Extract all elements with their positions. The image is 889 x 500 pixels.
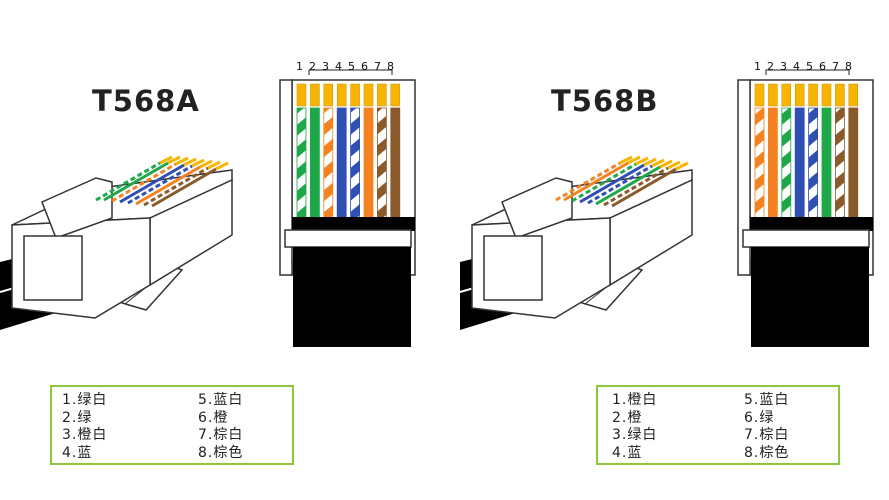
wire-solid (363, 107, 374, 219)
legend-column-right: 5.蓝白 6.橙 7.棕白 8.棕色 (198, 392, 243, 462)
legend-t568a: 1.绿白 2.绿 3.橙白 4.蓝 5.蓝白 6.橙 7.棕白 8.棕色 (50, 385, 294, 465)
gold-contact (768, 83, 778, 107)
gold-contact (821, 83, 832, 107)
wire-striped (376, 107, 387, 219)
legend-entry: 7.棕白 (744, 427, 790, 443)
pin-number: 7 (374, 60, 381, 73)
legend-entry: 5.蓝白 (198, 392, 244, 408)
wire-solid (390, 107, 401, 219)
pin-number: 2 (767, 60, 774, 73)
legend-entry: 7.棕白 (198, 427, 244, 443)
legend-entry: 6.绿 (744, 409, 775, 426)
legend-entry: 2.橙 (612, 409, 643, 426)
legend-entry: 8.棕色 (198, 444, 244, 461)
legend-entry: 6.橙 (198, 409, 229, 426)
pin-number: 4 (335, 60, 342, 73)
gold-contact (323, 83, 334, 107)
pin-number: 4 (793, 60, 800, 73)
connector-side (737, 79, 751, 276)
legend-entry: 1.绿白 (62, 392, 108, 408)
wire-striped (835, 107, 845, 219)
pin-number: 6 (819, 60, 826, 73)
pin-number: 3 (780, 60, 787, 73)
rj45-plug-right (459, 155, 693, 330)
pin-number: 2 (309, 60, 316, 73)
cable-jacket-top (292, 217, 415, 231)
wire-solid (794, 107, 805, 219)
legend-entry: 4.蓝 (612, 444, 643, 461)
legend-entry: 2.绿 (62, 409, 93, 426)
gold-contact (336, 83, 347, 107)
cable-jacket (751, 247, 869, 347)
legend-t568b: 1.橙白 2.橙 3.绿白 4.蓝 5.蓝白 6.绿 7.棕白 8.棕色 (596, 385, 840, 465)
legend-entry: 1.橙白 (612, 392, 658, 408)
pin-number: 8 (845, 60, 852, 73)
pinout-front-view-t568b (737, 79, 874, 347)
gold-contact (296, 83, 307, 107)
wire-striped (808, 107, 818, 219)
legend-entry: 4.蓝 (62, 444, 93, 461)
gold-contact (310, 83, 320, 107)
wire-striped (754, 107, 765, 219)
title-t568b: T568B (551, 84, 659, 118)
legend-entry: 8.棕色 (744, 444, 790, 461)
legend-entry: 5.蓝白 (744, 392, 790, 408)
wire-striped (781, 107, 792, 219)
pin-number: 5 (806, 60, 813, 73)
rj45-plug-left (0, 155, 233, 330)
gold-contact (390, 83, 401, 107)
pin-numbers-t568b: 1 2 3 4 5 6 7 8 (754, 60, 874, 74)
gold-contact (377, 83, 387, 107)
pin-number: 7 (832, 60, 839, 73)
pin-bracket-right (765, 69, 850, 75)
wire-striped (350, 107, 361, 219)
gold-contact (363, 83, 374, 107)
pin-number: 1 (754, 60, 761, 73)
connector-side (279, 79, 293, 276)
pinout-front-view-t568a (279, 79, 416, 347)
wire-striped (323, 107, 334, 219)
wire-striped (296, 107, 307, 219)
gold-contact (350, 83, 360, 107)
gold-contact (754, 83, 765, 107)
pin-number: 6 (361, 60, 368, 73)
legend-column-left: 1.绿白 2.绿 3.橙白 4.蓝 (62, 392, 107, 462)
gold-contact (848, 83, 859, 107)
wire-solid (821, 107, 832, 219)
pin-number: 8 (387, 60, 394, 73)
pin-bracket-left (308, 69, 393, 75)
pin-number: 3 (322, 60, 329, 73)
pin-number: 1 (296, 60, 303, 73)
cable-jacket-top (750, 217, 873, 231)
wire-solid (848, 107, 859, 219)
gold-contact (835, 83, 845, 107)
wire-solid (309, 107, 320, 219)
cable-jacket (293, 247, 411, 347)
pin-numbers-t568a: 1 2 3 4 5 6 7 8 (296, 60, 416, 74)
title-t568a: T568A (92, 84, 200, 118)
wire-solid (336, 107, 347, 219)
strain-relief (284, 229, 412, 248)
legend-entry: 3.绿白 (612, 427, 658, 443)
wire-solid (768, 107, 778, 219)
pin-number: 5 (348, 60, 355, 73)
legend-column-right: 5.蓝白 6.绿 7.棕白 8.棕色 (744, 392, 789, 462)
strain-relief (742, 229, 870, 248)
legend-column-left: 1.橙白 2.橙 3.绿白 4.蓝 (612, 392, 657, 462)
gold-contact (808, 83, 818, 107)
gold-contact (781, 83, 792, 107)
legend-entry: 3.橙白 (62, 427, 108, 443)
gold-contact (794, 83, 805, 107)
